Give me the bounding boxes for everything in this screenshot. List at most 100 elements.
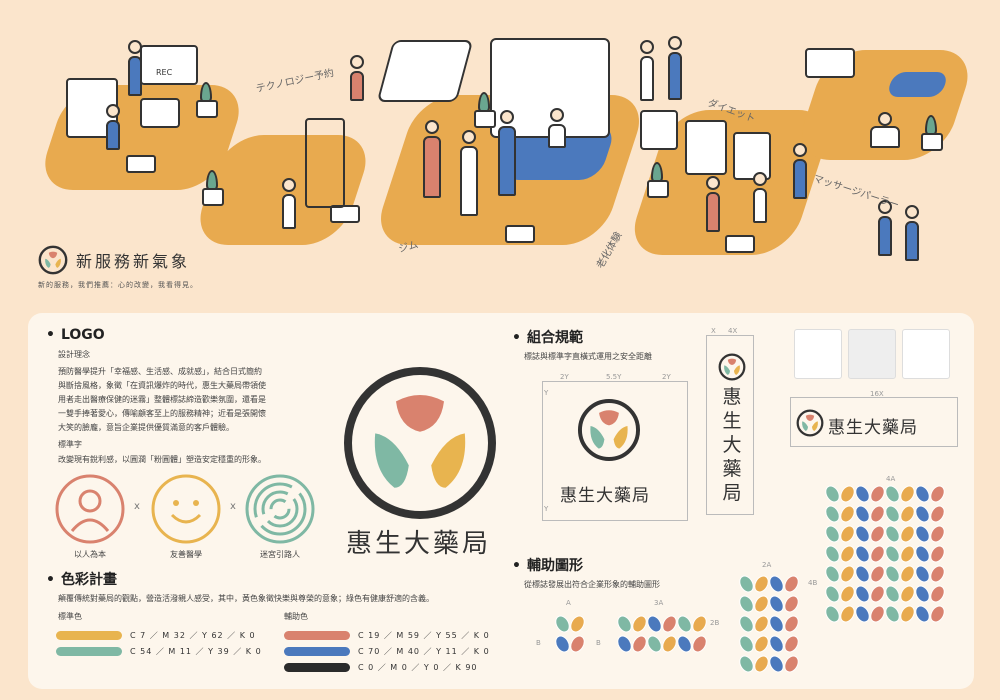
main-logo-text: 惠生大藥局	[346, 529, 492, 559]
v-char: 大	[722, 434, 742, 456]
pattern-wide	[614, 612, 710, 656]
swatch-yellow	[56, 631, 122, 640]
color-desc: 顛覆傳統對藥局的觀點，營造活潑親人感受，其中，黃色象徵快樂與尊榮的意象；綠色有健…	[58, 594, 434, 603]
aux-color-label: 輔助色	[284, 612, 308, 621]
brand-logo-icon	[38, 245, 68, 275]
pattern-oval	[781, 612, 802, 636]
cmyk-red: C 19 ／ M 59 ／ Y 55 ／ K 0	[358, 631, 490, 640]
cmyk-black: C 0 ／ M 0 ／ Y 0 ／ K 90	[358, 663, 478, 672]
person-head	[350, 55, 364, 69]
person-head	[878, 200, 892, 214]
dim-a: A	[566, 599, 571, 607]
pot	[196, 100, 218, 118]
dim-b: B	[536, 639, 541, 647]
aux-desc: 從標誌發展出符合企業形象的輔助圖形	[524, 580, 660, 589]
pattern-oval	[689, 612, 710, 636]
person-head	[706, 176, 720, 190]
mask-mockup	[848, 329, 896, 379]
pattern-oval	[781, 652, 802, 676]
planter	[126, 155, 156, 173]
pot	[474, 110, 496, 128]
brand-title: 新服務新氣象	[76, 252, 191, 271]
times-sign: x	[230, 501, 236, 512]
swatch-red	[284, 631, 350, 640]
v-char: 藥	[722, 458, 742, 480]
pattern-oval	[927, 522, 948, 546]
dim-b2: B	[596, 639, 601, 647]
person-head	[550, 108, 564, 122]
dim-x-left: X	[711, 327, 716, 335]
standard-type-title: 標準字	[58, 440, 82, 449]
icon-label-person: 以人為本	[74, 550, 106, 559]
pattern-tall	[736, 572, 802, 676]
person-icon	[55, 474, 125, 544]
person	[905, 221, 919, 261]
pattern-large	[822, 482, 948, 626]
standard-color-label: 標準色	[58, 612, 82, 621]
concept-line: 與斷捨風格，象徵「在資訊爆炸的時代，惠生大藥局帶領使	[58, 381, 266, 390]
person-head	[753, 172, 767, 186]
laptop-board	[140, 98, 180, 128]
person-head	[106, 104, 120, 118]
planter	[505, 225, 535, 243]
pattern-oval	[781, 632, 802, 656]
person	[460, 146, 478, 216]
dim-2b: 2B	[710, 619, 720, 627]
concept-line: 一雙手捧著愛心，傳喻顧客至上的服務精神；近看是張開懷	[58, 409, 266, 418]
rec-label: REC	[156, 68, 173, 77]
dim-2a: 2A	[762, 561, 772, 569]
pot	[647, 180, 669, 198]
combo-logo-icon	[577, 398, 641, 462]
cmyk-blue: C 70 ／ M 40 ／ Y 11 ／ K 0	[358, 647, 490, 656]
pattern-oval	[781, 572, 802, 596]
chart-board-a	[640, 110, 678, 150]
brand-guide-panel: LOGO 設計理念 預防醫學提升「幸福感、生活感、成就感」，結合日式簡約 與斷捨…	[28, 313, 974, 689]
person	[350, 71, 364, 101]
combo-grid-h	[542, 381, 688, 521]
combo-logo-text: 惠生大藥局	[560, 486, 650, 506]
pattern-oval	[927, 602, 948, 626]
combo-grid-long	[790, 397, 958, 447]
dim-y-bottom: Y	[544, 505, 549, 513]
tag-aging: 老化体験	[594, 230, 625, 271]
planter	[725, 235, 755, 253]
tag-technology: テクノロジー予約	[255, 67, 336, 96]
person	[753, 188, 767, 223]
icon-label-maze: 迷宮引路人	[260, 550, 300, 559]
times-sign: x	[134, 501, 140, 512]
pattern-small	[552, 612, 588, 656]
person-head	[668, 36, 682, 50]
dim-3a: 3A	[654, 599, 664, 607]
pattern-oval	[927, 562, 948, 586]
person	[423, 136, 441, 198]
pattern-oval	[567, 612, 588, 636]
swatch-black	[284, 663, 350, 672]
dim-16x: 16X	[870, 390, 884, 398]
cmyk-green: C 54 ／ M 11 ／ Y 39 ／ K 0	[130, 647, 262, 656]
rec-board	[140, 45, 198, 85]
bubble-board	[376, 40, 474, 102]
brand-row: 新服務新氣象	[38, 245, 190, 275]
person	[498, 126, 516, 196]
logo-heading: LOGO	[46, 327, 105, 343]
pattern-oval	[927, 502, 948, 526]
pattern-oval	[689, 632, 710, 656]
person-head	[878, 112, 892, 126]
concept-line: 大笑的臉龐，意旨企業提供優質滿意的客戶體驗。	[58, 423, 234, 432]
person	[793, 159, 807, 199]
person-head	[905, 205, 919, 219]
aux-heading: 輔助圖形	[512, 555, 583, 575]
concept-text: 預防醫學提升「幸福感、生活感、成就感」，結合日式簡約 與斷捨風格，象徵「在資訊爆…	[58, 365, 328, 435]
concept-title: 設計理念	[58, 350, 90, 359]
v-char: 惠	[722, 386, 742, 408]
person	[282, 194, 296, 229]
person-head	[462, 130, 476, 144]
person	[706, 192, 720, 232]
person-head	[128, 40, 142, 54]
smile-icon	[151, 474, 221, 544]
main-logo-icon	[344, 367, 496, 519]
badge-mockup	[794, 329, 842, 379]
combo-grid-v	[706, 335, 754, 515]
person	[870, 126, 900, 148]
pattern-oval	[781, 592, 802, 616]
